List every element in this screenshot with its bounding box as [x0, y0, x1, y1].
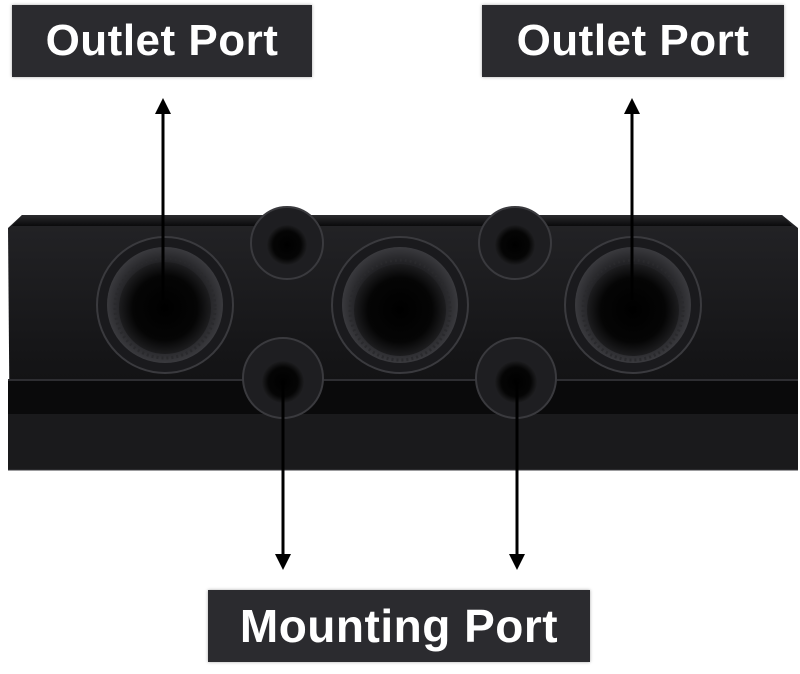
mounting-port-label: Mounting Port: [208, 590, 590, 662]
arrow-mounting-left: [275, 382, 291, 570]
outlet-port-label-right: Outlet Port: [482, 5, 784, 77]
arrow-outlet-left: [155, 98, 171, 300]
outlet-port-left: [96, 236, 234, 374]
arrow-outlet-right: [624, 98, 640, 300]
center-port: [331, 236, 469, 374]
small-hole-top-left: [250, 206, 324, 280]
small-hole-top-right: [478, 206, 552, 280]
outlet-port-right: [564, 236, 702, 374]
outlet-port-label-left: Outlet Port: [12, 5, 312, 77]
arrow-mounting-right: [509, 382, 525, 570]
